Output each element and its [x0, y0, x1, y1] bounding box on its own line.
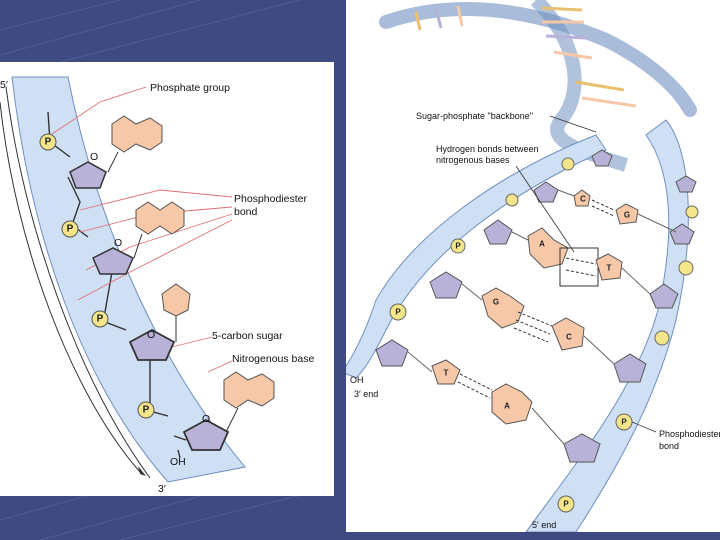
right-backbone-ribbon	[525, 119, 689, 532]
phosphate-4-label: P	[143, 405, 150, 416]
base-3	[161, 283, 191, 317]
right-strand-phosphates: P P	[557, 205, 699, 513]
sugar-2-o: O	[114, 237, 122, 249]
base-2-bond	[133, 233, 143, 259]
helix-top	[379, 0, 697, 172]
label-nitrogenous-bases: nitrogenous bases	[436, 155, 510, 165]
sugar-3-o: O	[147, 329, 155, 341]
base-pair-4-left: T	[444, 369, 449, 378]
base-pair-2: A T	[527, 227, 623, 287]
label-phosphate-group: Phosphate group	[150, 82, 230, 94]
strand-band	[11, 76, 246, 483]
sugar-4	[182, 418, 230, 451]
right-strand-sugars	[563, 175, 697, 463]
label-backbone: Sugar-phosphate "backbone"	[416, 111, 533, 121]
sugar-3	[128, 328, 176, 361]
label-oh: OH	[350, 375, 364, 385]
sugar-4-o: O	[202, 413, 210, 425]
left-phosphate-label-2: P	[395, 308, 401, 317]
label-bond-right: bond	[659, 441, 679, 451]
phosphate-1-label: P	[45, 137, 52, 148]
base-pair-3-right: C	[566, 333, 572, 342]
label-phosphodiester-bond: bond	[234, 206, 258, 218]
right-phosphate-label: P	[621, 418, 627, 427]
phosphate-2-label: P	[67, 224, 74, 235]
sugar-base-links	[407, 189, 677, 445]
three-prime-label: 3′	[158, 483, 166, 495]
base-pair-1-right: G	[624, 211, 630, 220]
label-five-carbon-sugar: 5-carbon sugar	[212, 330, 283, 342]
base-pair-3: G C	[481, 287, 585, 351]
label-phosphodiester-right: Phosphodiester	[659, 429, 720, 439]
base-pair-1: C G	[573, 189, 639, 225]
base-pair-4: T A	[431, 359, 533, 425]
single-strand-diagram: P O P O P O P O OH 5′ 3′ Phosphate group…	[0, 62, 334, 496]
phosphate-1	[39, 133, 57, 151]
phosphate-4	[137, 401, 155, 419]
base-1-bond	[107, 151, 119, 173]
double-helix-diagram: P P P P	[346, 0, 720, 532]
base-4	[223, 371, 275, 409]
base-1	[111, 115, 163, 153]
phosphate-2	[61, 220, 79, 238]
base-2	[135, 201, 185, 235]
left-phosphate-label: P	[455, 242, 461, 251]
label-hydrogen-bonds: Hydrogen bonds between	[436, 144, 539, 154]
sugar-1	[69, 161, 107, 189]
left-strand-phosphates: P P	[389, 157, 575, 321]
hydroxyl-label: OH	[170, 456, 186, 468]
sugar-2	[92, 247, 134, 275]
label-leaders-right	[515, 115, 657, 433]
left-backbone-ribbon	[346, 134, 607, 379]
five-prime-label: 5′	[0, 79, 8, 91]
label-nitrogenous-base: Nitrogenous base	[232, 353, 314, 365]
strand-arrow-line	[0, 101, 141, 473]
label-five-end: 5′ end	[532, 520, 556, 530]
phosphate-3-label: P	[97, 314, 104, 325]
phosphate-3	[91, 310, 109, 328]
right-phosphate-label-2: P	[563, 500, 569, 509]
base-pair-2-left: A	[539, 240, 545, 249]
label-three-end: 3′ end	[354, 389, 378, 399]
base-pair-4-right: A	[504, 402, 510, 411]
base-pair-2-right: T	[607, 264, 612, 273]
base-pair-1-left: C	[580, 195, 586, 204]
base-4-bond	[225, 407, 239, 433]
sugar-1-o: O	[90, 151, 98, 163]
label-phosphodiester: Phosphodiester	[234, 193, 307, 205]
double-helix-svg: P P P P	[346, 0, 720, 532]
strand-arrow-head	[138, 466, 146, 476]
base-pair-3-left: G	[493, 298, 499, 307]
strand-edge-line	[5, 86, 151, 479]
left-strand-sugars	[375, 149, 613, 367]
single-strand-svg: P O P O P O P O OH 5′ 3′ Phosphate group…	[0, 76, 314, 495]
